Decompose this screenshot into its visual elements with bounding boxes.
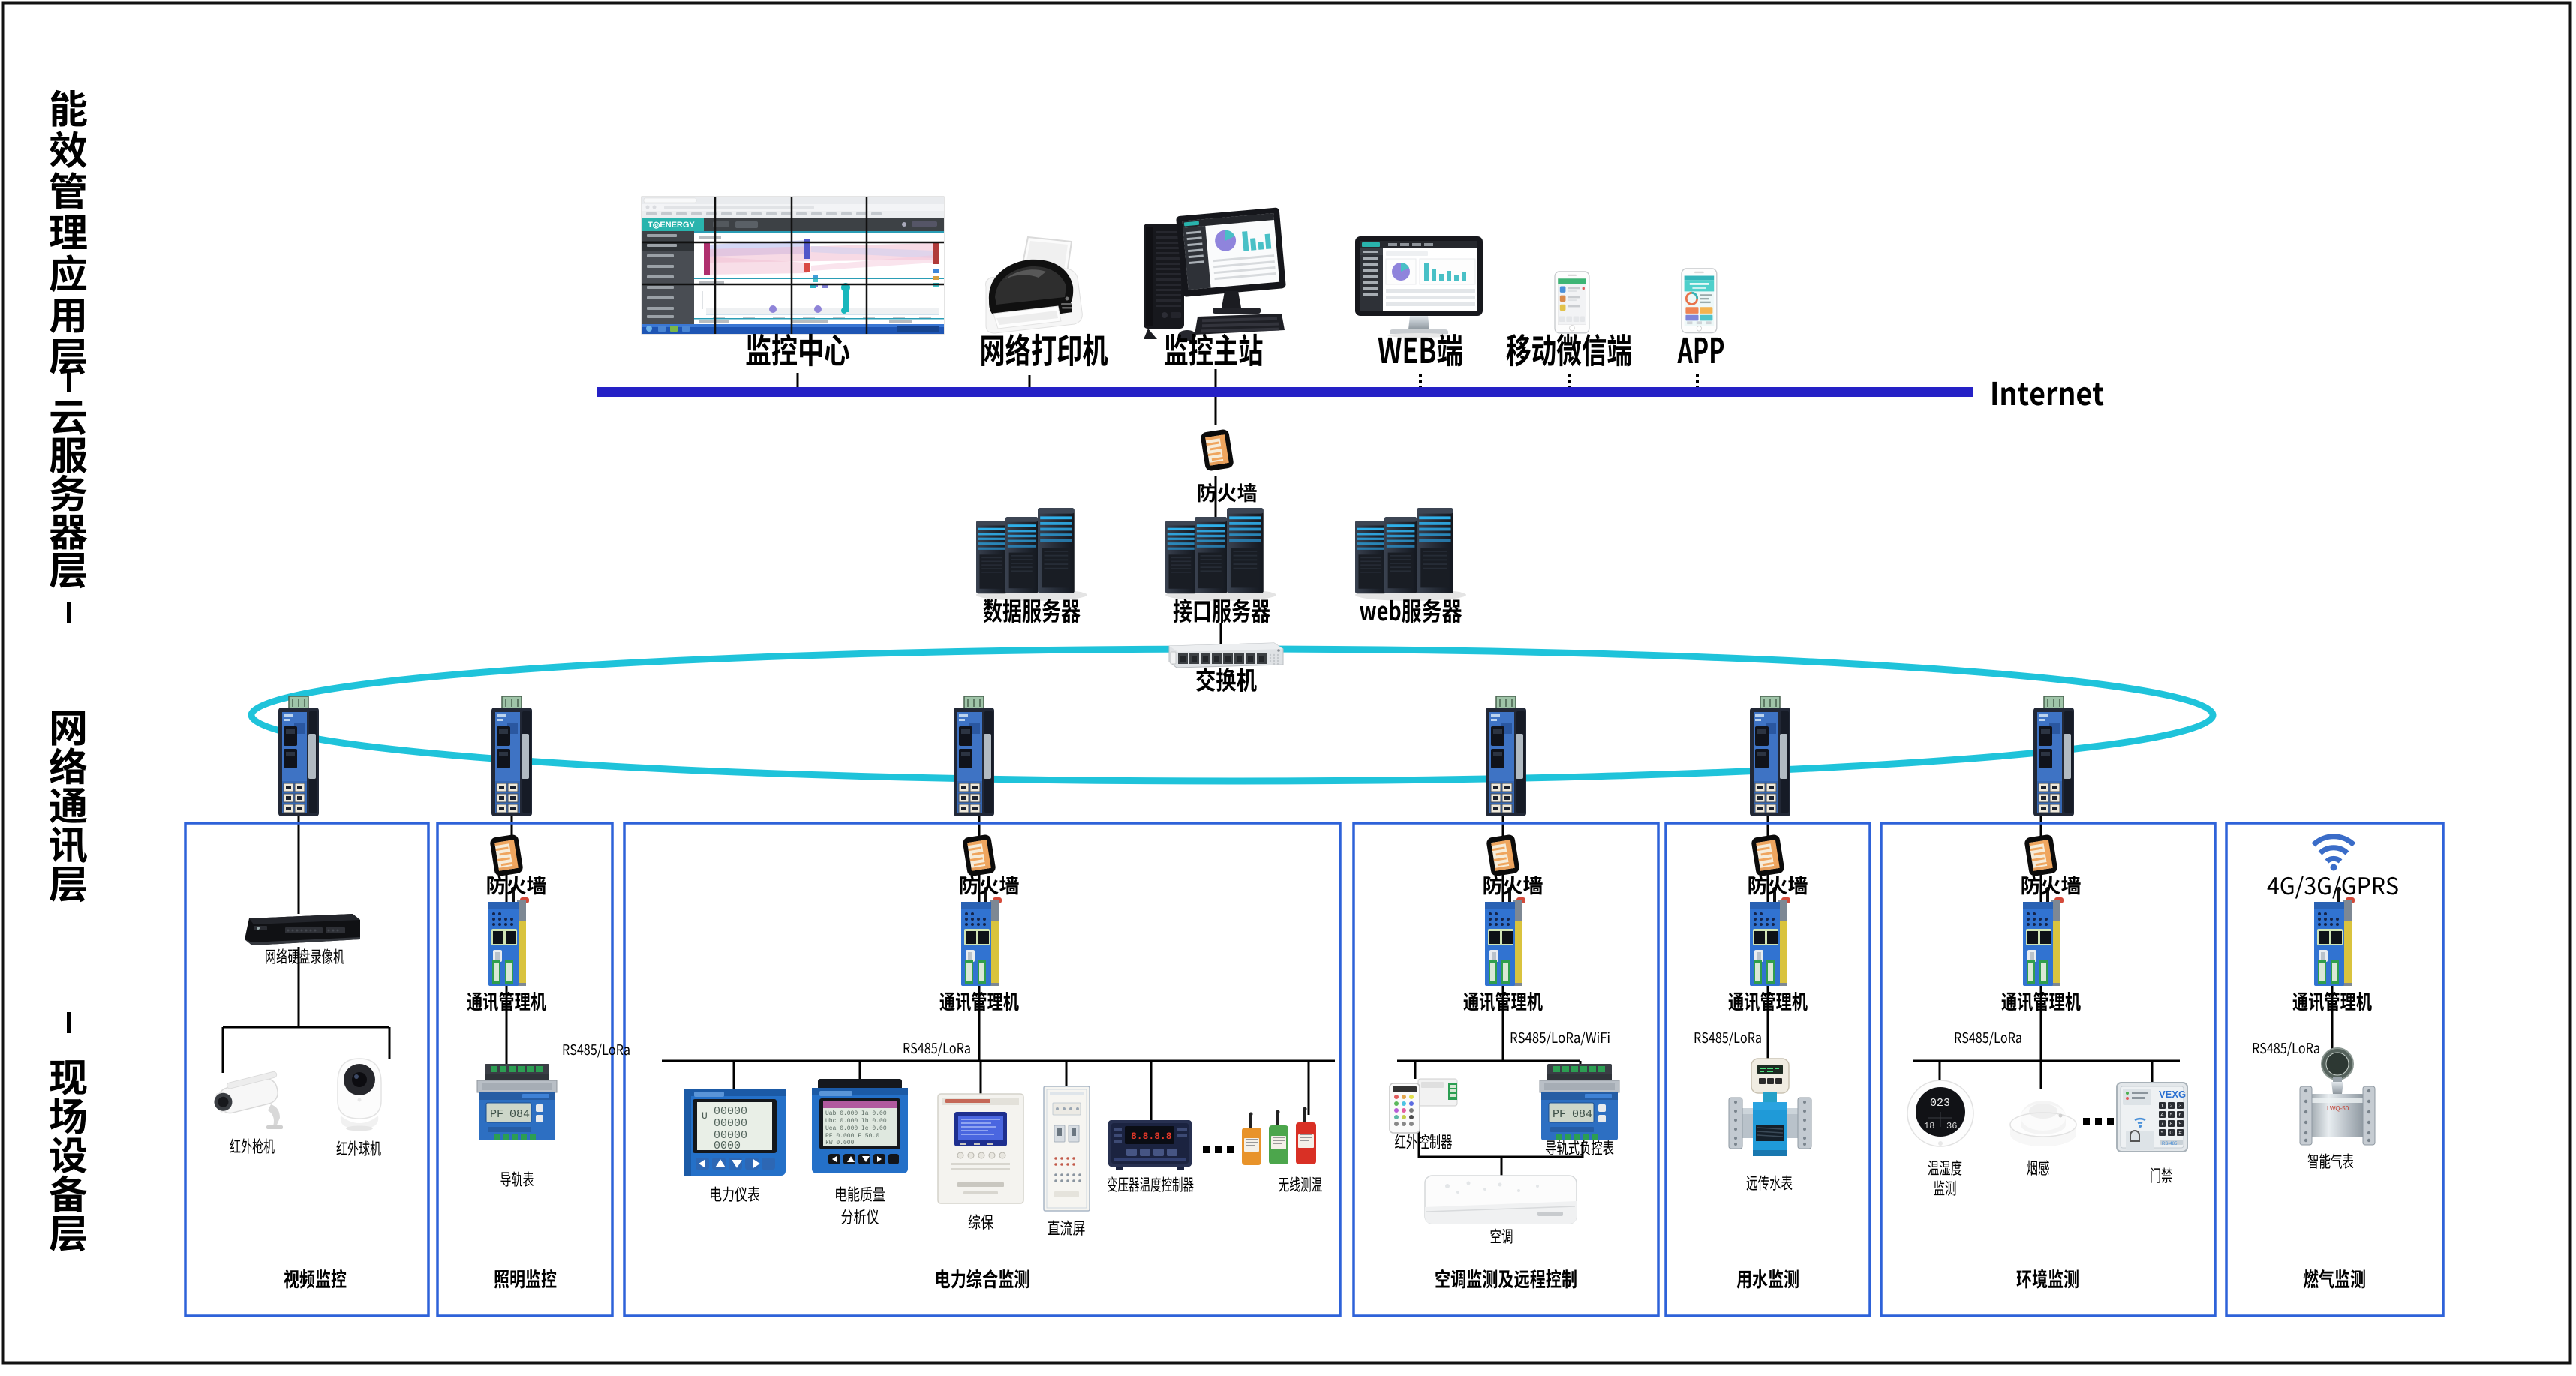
- svg-text:7: 7: [2161, 1122, 2164, 1127]
- svg-text:5: 5: [2170, 1113, 2173, 1118]
- svg-text:00000: 00000: [714, 1105, 747, 1118]
- svg-text:U: U: [702, 1110, 708, 1122]
- svg-text:Uab 0.000 Ia 0.00: Uab 0.000 Ia 0.00: [825, 1110, 887, 1117]
- svg-text:*: *: [2161, 1131, 2163, 1136]
- svg-text:#: #: [2179, 1131, 2182, 1136]
- svg-text:18: 18: [1924, 1121, 1934, 1131]
- svg-text:00000: 00000: [714, 1117, 747, 1130]
- svg-text:Uca 0.000 Ic 0.00: Uca 0.000 Ic 0.00: [825, 1125, 887, 1132]
- svg-text:4: 4: [2161, 1113, 2164, 1118]
- svg-text:3: 3: [2179, 1104, 2182, 1109]
- svg-text:kW 0.000: kW 0.000: [825, 1140, 855, 1146]
- svg-text:0: 0: [2170, 1131, 2173, 1136]
- svg-text:9: 9: [2179, 1122, 2182, 1127]
- svg-text:VEXG: VEXG: [2159, 1089, 2186, 1100]
- svg-text:0000: 0000: [714, 1140, 741, 1152]
- svg-text:Ubc 0.000 Ib 0.00: Ubc 0.000 Ib 0.00: [825, 1118, 887, 1125]
- svg-text:2: 2: [2170, 1104, 2173, 1109]
- svg-text:023: 023: [1930, 1097, 1950, 1110]
- svg-text:00000: 00000: [714, 1129, 747, 1142]
- svg-text:36: 36: [1946, 1121, 1957, 1131]
- svg-text:8.8.8.8: 8.8.8.8: [1131, 1131, 1172, 1142]
- svg-text:LWQ-50: LWQ-50: [2327, 1105, 2349, 1112]
- svg-text:RS-485: RS-485: [2162, 1142, 2178, 1146]
- svg-text:8: 8: [2170, 1122, 2173, 1127]
- svg-text:6: 6: [2179, 1113, 2182, 1118]
- svg-text:PF 0.000 F 50.0: PF 0.000 F 50.0: [825, 1133, 879, 1140]
- svg-text:1: 1: [2161, 1104, 2164, 1109]
- svg-text:T◎ENERGY: T◎ENERGY: [648, 221, 695, 230]
